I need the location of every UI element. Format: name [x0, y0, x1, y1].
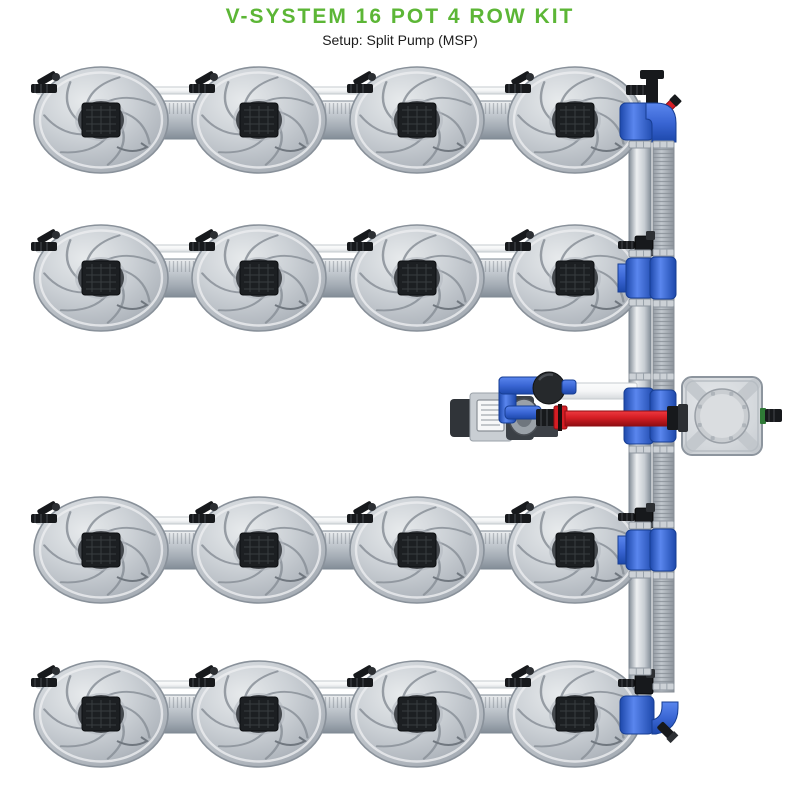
page-title: V-SYSTEM 16 POT 4 ROW KIT	[225, 5, 575, 28]
grow-pot-r4c1	[30, 659, 170, 769]
pump-assembly	[450, 371, 638, 442]
inline-filter	[532, 371, 566, 405]
page-subtitle: Setup: Split Pump (MSP)	[322, 32, 478, 48]
blue-hose-sleeve	[649, 528, 677, 572]
pressure-line	[564, 404, 688, 432]
grow-pot-r1c2	[188, 65, 328, 175]
row4-blue-elbow	[619, 695, 655, 735]
manifold-junction-row3	[617, 503, 677, 580]
grow-pot-r2c2	[188, 223, 328, 333]
manifold-junctions	[617, 70, 682, 744]
grow-pot-r2c1	[30, 223, 170, 333]
grow-pot-r3c1	[30, 495, 170, 605]
manifold-junction-row2	[617, 231, 677, 308]
pump-outlet	[536, 409, 556, 426]
grow-pot-r1c3	[346, 65, 486, 175]
manifold-bottom-elbow	[618, 667, 679, 744]
grow-pot-r2c3	[346, 223, 486, 333]
blue-hose-sleeve	[649, 256, 677, 300]
tank-inlet-flange	[678, 404, 688, 432]
grow-pot-r4c2	[188, 659, 328, 769]
tank-drain-fitting	[760, 408, 766, 424]
grow-pot-r3c3	[346, 495, 486, 605]
drain-fitting	[657, 722, 679, 744]
grow-pot-r3c2	[188, 495, 328, 605]
grow-pot-r4c3	[346, 659, 486, 769]
grow-pot-r1c1	[30, 65, 170, 175]
pump-motor	[450, 399, 474, 437]
reservoir-tank	[681, 376, 782, 456]
diagram-header: V-SYSTEM 16 POT 4 ROW KIT Setup: Split P…	[0, 4, 800, 49]
pipe-union-nut	[667, 406, 679, 430]
manifold-top-assembly	[619, 70, 682, 149]
